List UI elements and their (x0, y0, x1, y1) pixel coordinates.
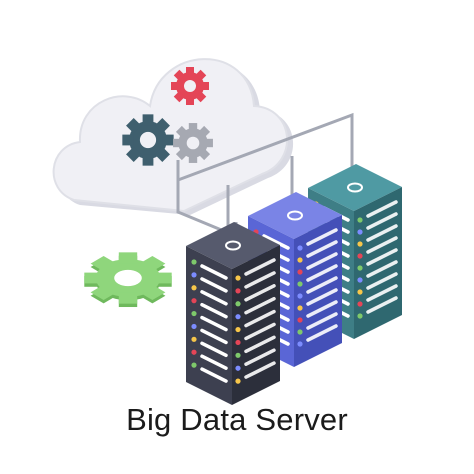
drive-slot (306, 228, 338, 246)
drive-slot (306, 288, 338, 306)
status-led (357, 313, 363, 319)
status-led (191, 259, 197, 265)
drive-slot (200, 264, 228, 280)
server-rack-dark-icon (186, 222, 280, 405)
status-led (235, 275, 241, 281)
status-led (297, 317, 303, 323)
drive-slot (366, 236, 398, 254)
drive-slot (200, 290, 228, 306)
drive-slot (262, 234, 290, 250)
drive-slot (200, 328, 228, 345)
drive-slot (306, 240, 338, 258)
status-led (297, 341, 303, 347)
status-led (235, 378, 241, 384)
drive-slot (366, 224, 398, 242)
drive-slot (306, 300, 338, 318)
status-led (191, 362, 197, 368)
rack-top (308, 164, 402, 211)
rack-top (248, 192, 342, 239)
status-led (297, 329, 303, 335)
drive-slot (244, 284, 276, 302)
drive-slot (306, 324, 338, 342)
drive-slot (366, 248, 398, 266)
drive-slot (306, 276, 338, 294)
drive-slot (200, 277, 228, 293)
drive-slot (200, 354, 228, 370)
status-led (357, 289, 363, 295)
status-led (357, 265, 363, 271)
drive-slot (366, 272, 398, 290)
drive-slot (366, 212, 398, 230)
drive-slot (366, 260, 398, 278)
rack-connector (225, 240, 241, 251)
status-led (235, 339, 241, 346)
status-led (191, 349, 197, 355)
red-gear-icon (171, 67, 209, 105)
status-led (235, 365, 241, 371)
status-led (235, 326, 241, 333)
drive-slot (244, 296, 276, 315)
server-racks (186, 164, 402, 405)
rack-top (186, 222, 280, 269)
status-led (235, 314, 241, 320)
teal-gear-icon (122, 114, 174, 166)
status-led (357, 241, 363, 247)
drive-slot (366, 284, 398, 302)
drive-slot (244, 348, 276, 366)
status-led (357, 277, 363, 283)
status-led (357, 229, 363, 235)
drive-slot (244, 309, 276, 328)
drive-slot (366, 200, 398, 218)
drive-slot (200, 367, 228, 383)
drive-slot (244, 258, 276, 276)
status-led (297, 305, 303, 311)
gray-gear-icon (173, 123, 213, 163)
drive-slot (306, 312, 338, 330)
drive-slot (306, 264, 338, 282)
drive-slot (244, 335, 276, 354)
status-led (191, 298, 197, 304)
green-gear-icon (84, 252, 172, 308)
status-led (297, 257, 303, 263)
status-led (235, 301, 241, 307)
status-led (297, 281, 303, 287)
caption-text: Big Data Server (126, 402, 348, 437)
status-led (297, 293, 303, 299)
drive-slot (366, 296, 398, 314)
status-led (191, 323, 197, 330)
drive-slot (244, 361, 276, 379)
rack-connector (347, 182, 363, 193)
status-led (297, 245, 303, 251)
drive-slot (306, 252, 338, 270)
status-led (191, 272, 197, 278)
drive-slot (200, 315, 228, 332)
drive-slot (200, 341, 228, 358)
drive-slot (244, 271, 276, 289)
status-led (357, 301, 363, 307)
status-led (357, 253, 363, 259)
status-led (357, 217, 363, 223)
drive-slot (200, 302, 228, 319)
drive-slot (244, 322, 276, 341)
status-led (191, 310, 197, 317)
rack-connector (287, 210, 303, 221)
status-led (191, 336, 197, 342)
status-led (235, 288, 241, 294)
status-led (297, 269, 303, 275)
status-led (191, 285, 197, 291)
status-led (235, 352, 241, 358)
